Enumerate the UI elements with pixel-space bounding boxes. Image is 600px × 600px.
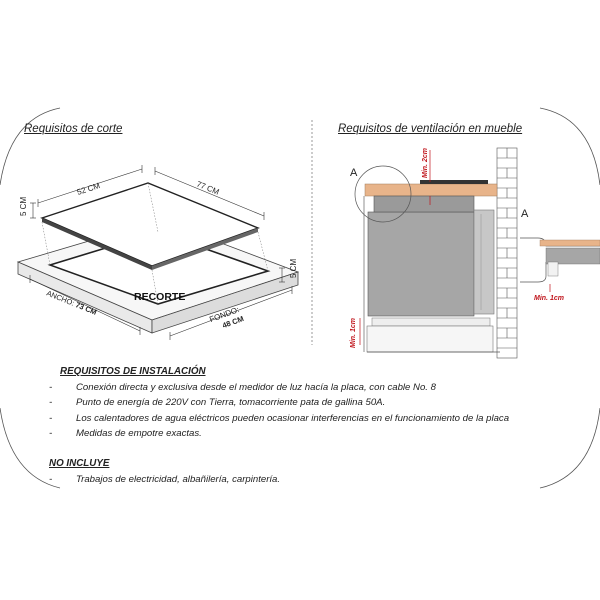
label-a-detail: A	[521, 208, 529, 220]
cooktop-glass	[40, 182, 260, 270]
bottom-left-arc	[0, 407, 61, 489]
ventilation-requirements-title: Requisitos de ventilación en mueble	[338, 123, 523, 135]
dim-5cm-left: 5 CM	[19, 197, 28, 216]
list-item: - Punto de energía de 220V con Tierra, t…	[49, 395, 589, 411]
countertop-wood	[364, 183, 498, 197]
top-left-arc	[0, 107, 61, 186]
list-dash: -	[49, 381, 53, 393]
installation-heading: REQUISITOS DE INSTALACIÓN	[60, 366, 206, 377]
min-1cm-detail-label: Min. 1cm	[534, 295, 564, 302]
min-2cm-label: Min. 2cm	[422, 148, 429, 178]
cabinet-base	[366, 317, 500, 353]
installation-requirements: REQUISITOS DE INSTALACIÓN - Conexión dir…	[49, 364, 589, 442]
bottom-right-arc	[539, 407, 600, 489]
installation-item-1: Conexión directa y exclusiva desde el me…	[76, 381, 436, 393]
label-a-main: A	[350, 167, 358, 179]
list-dash: -	[49, 473, 53, 485]
guide-lines	[41, 182, 269, 305]
list-dash: -	[49, 412, 53, 424]
min-1cm-vertical-label: Min. 1cm	[350, 318, 357, 348]
installation-item-3: Los calentadores de agua eléctricos pued…	[76, 412, 510, 424]
list-item: - Los calentadores de agua eléctricos pu…	[49, 411, 589, 427]
list-item: - Trabajos de electricidad, albañilería,…	[49, 472, 589, 488]
installation-item-4: Medidas de empotre exactas.	[76, 428, 202, 439]
brick-wall	[496, 147, 518, 359]
list-dash: -	[49, 397, 53, 408]
dim-5cm-right: 5 CM	[289, 259, 298, 278]
recorte-label: RECORTE	[134, 291, 185, 303]
top-right-arc	[539, 107, 600, 186]
dimension-lines	[29, 165, 293, 340]
not-included-heading: NO INCLUYE	[49, 458, 110, 469]
list-item: - Conexión directa y exclusiva desde el …	[49, 380, 589, 396]
list-item: - Medidas de empotre exactas.	[49, 426, 589, 442]
installation-item-2: Punto de energía de 220V con Tierra, tom…	[76, 397, 386, 408]
list-dash: -	[49, 428, 53, 439]
not-included: NO INCLUYE - Trabajos de electricidad, a…	[49, 456, 589, 487]
detail-a-zoom	[520, 237, 600, 292]
not-included-item-1: Trabajos de electricidad, albañilería, c…	[76, 473, 281, 485]
cooktop-top	[420, 180, 488, 184]
cut-requirements-title: Requisitos de corte	[24, 123, 123, 135]
oven-body	[367, 195, 495, 317]
detail-circle-main	[354, 165, 412, 223]
